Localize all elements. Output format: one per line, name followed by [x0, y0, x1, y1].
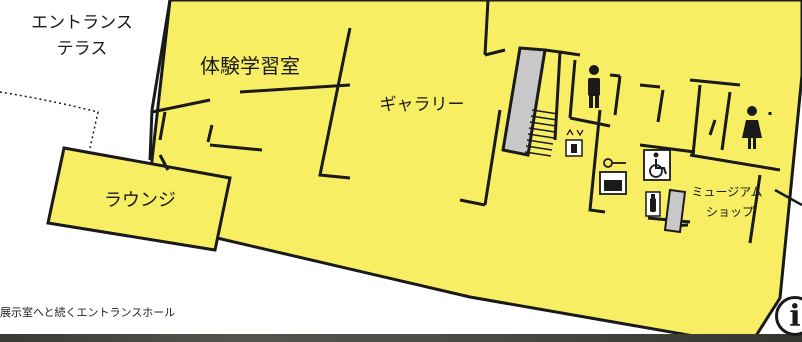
gallery-label: ギャラリー: [380, 95, 465, 115]
wheelchair-icon: [643, 149, 671, 181]
entrance-terrace-label-line1: エントランス: [31, 13, 133, 33]
staircase: [524, 109, 559, 157]
museum-shop-label-line2: ショップ: [706, 205, 754, 219]
outdoor-dotted-path: [0, 91, 99, 149]
lounge-label: ラウンジ: [104, 190, 176, 211]
entrance-terrace-label-line2: テラス: [57, 39, 108, 59]
shop-core: [663, 188, 687, 234]
right-exterior-line: [774, 188, 802, 207]
baby-bottle-icon: [645, 191, 661, 217]
elevator-icon: [565, 128, 584, 157]
floor-area: [146, 0, 802, 342]
lounge-area: [46, 146, 232, 252]
service-core: [501, 46, 547, 157]
museum-shop-label-line1: ミュージアム: [692, 185, 763, 199]
information-icon: i: [775, 296, 802, 336]
interior-walls: [148, 0, 781, 244]
photo-caption: 展示室へと続くエントランスホール: [0, 306, 176, 319]
men-restroom-icon: [588, 65, 600, 108]
coin-locker-icon: [599, 158, 627, 195]
entrance-hall-photo: [0, 334, 802, 342]
women-restroom-icon: [742, 106, 762, 149]
workshop-room-label: 体験学習室: [200, 54, 300, 78]
